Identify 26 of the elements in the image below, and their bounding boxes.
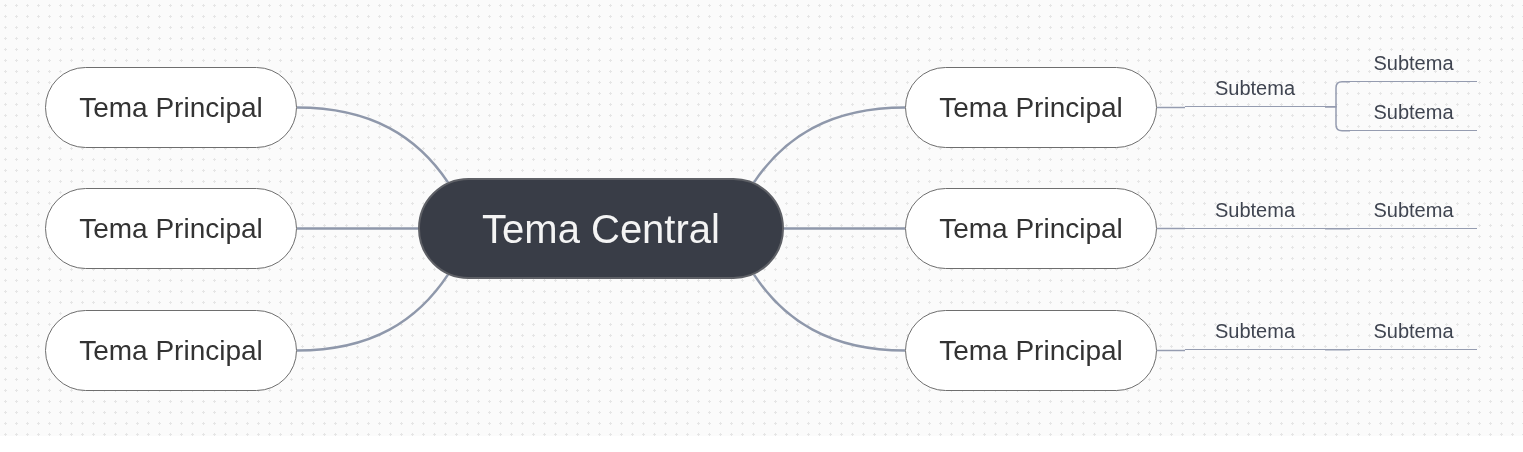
branch-line [1324,228,1351,230]
subtopic-label: Subtema [1350,316,1477,350]
main-topic-pill: Tema Principal [45,67,297,148]
main-topic-pill: Tema Principal [905,310,1157,391]
branch-line [297,227,418,230]
branch-line [784,227,905,230]
subtopic-label: Subtema [1350,48,1477,82]
branch-line [1324,106,1351,132]
branch-line [753,106,906,184]
subtopic-label: Subtema [1185,316,1325,350]
main-topic-pill: Tema Principal [905,188,1157,269]
branch-line [753,273,906,352]
branch-line [1156,349,1186,352]
branch-line [296,273,449,352]
central-topic-pill: Tema Central [418,178,784,279]
main-topic-pill: Tema Principal [45,188,297,269]
subtopic-label: Subtema [1185,73,1325,107]
subtopic-label: Subtema [1350,97,1477,131]
subtopic-label: Subtema [1185,195,1325,229]
main-topic-pill: Tema Principal [905,67,1157,148]
branch-line [1156,106,1186,109]
subtopic-label: Subtema [1350,195,1477,229]
branch-line [296,106,449,184]
branch-line [1156,227,1186,230]
branch-line [1324,349,1351,351]
main-topic-pill: Tema Principal [45,310,297,391]
